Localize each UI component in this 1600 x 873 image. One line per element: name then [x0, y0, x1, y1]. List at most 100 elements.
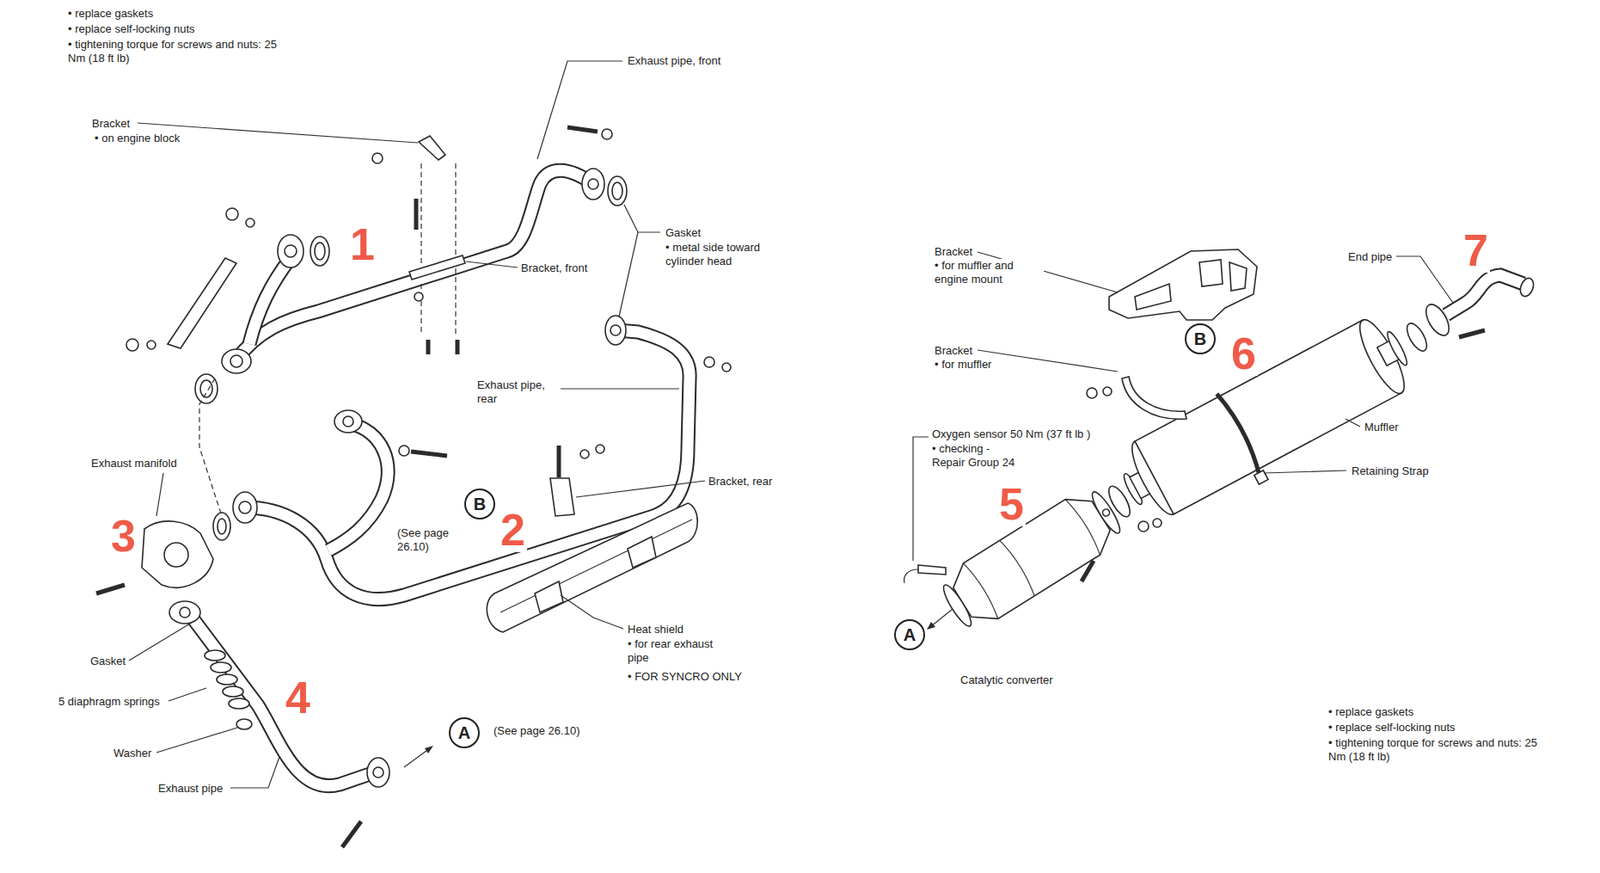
rear-exhaust-pipe-part [722, 362, 731, 372]
front-exhaust-pipe-part [195, 373, 218, 404]
front-exhaust-pipe-part [126, 338, 139, 351]
rear-exhaust-pipe-part [605, 315, 626, 345]
front-bracket [372, 135, 466, 355]
exhaust-pipe-lower-part [222, 686, 244, 697]
exhaust-manifold-part [96, 584, 125, 594]
part-label: Oxygen sensor 50 Nm (37 ft lb ) [930, 427, 1092, 442]
part-label: • FOR SYNCRO ONLY [625, 669, 744, 684]
exhaust-pipe-lower-part [193, 619, 370, 786]
callout-number: 2 [498, 507, 528, 552]
rear-exhaust-pipe-part [704, 356, 715, 368]
catalytic-converter-part [1101, 507, 1111, 517]
callout-number: 5 [997, 481, 1026, 527]
front-bracket-part [418, 135, 446, 160]
engine-mount-bracket-part [1134, 283, 1171, 310]
exhaust-manifold-part [141, 521, 214, 588]
converter-joint [1081, 483, 1162, 582]
leader-lines-left-part [404, 747, 430, 767]
exhaust-manifold-part [164, 542, 189, 567]
exhaust-pipe-lower-part [228, 698, 250, 709]
exhaust-pipe-lower-part [342, 821, 362, 847]
muffler-leaders-part [1263, 470, 1347, 473]
rear-exhaust-pipe-part [334, 410, 362, 433]
engine-mount-bracket-part [1229, 262, 1247, 291]
front-exhaust-pipe-part [277, 234, 304, 268]
part-label: Exhaust manifold [89, 456, 179, 471]
rear-exhaust-pipe-part [239, 501, 252, 514]
callout-number: 7 [1461, 227, 1490, 273]
end-pipe-part [1518, 275, 1537, 298]
part-label: End pipe [1346, 250, 1394, 264]
part-label: • for rear exhaust pipe [625, 637, 733, 666]
front-exhaust-pipe-part [167, 257, 237, 349]
reference-letter: A [458, 723, 471, 742]
heat-shield-part [500, 519, 693, 613]
front-exhaust-pipe-part [230, 355, 243, 368]
front-exhaust-pipe-part [567, 127, 598, 132]
reference-letter: A [903, 625, 916, 644]
exhaust-pipe-lower-part [204, 649, 226, 661]
part-label: Exhaust pipe, rear [475, 378, 561, 407]
front-exhaust-pipe-part [221, 349, 252, 374]
muffler-leaders [1263, 418, 1361, 473]
converter-joint-part [1081, 560, 1094, 582]
exhaust-pipe-lower-part [236, 718, 252, 730]
leader-lines-left-part [576, 480, 705, 497]
exhaust-pipe-lower-part [210, 662, 232, 673]
part-label: • on engine block [92, 131, 182, 146]
muffler-part [1384, 329, 1410, 368]
front-exhaust-pipe [126, 127, 627, 404]
front-bracket-part [409, 255, 466, 280]
muffler-bracket-part [1121, 376, 1187, 419]
reference-circle: B [1184, 323, 1216, 355]
front-exhaust-pipe-part [314, 242, 325, 260]
end-pipe-part [1446, 275, 1524, 315]
catalytic-converter-part [944, 487, 1118, 630]
front-bracket-part [414, 198, 419, 230]
front-exhaust-pipe-part [607, 176, 627, 206]
part-label: Catalytic converter [958, 673, 1055, 687]
rear-exhaust-pipe-part [328, 422, 388, 551]
leader-lines-left-part [537, 61, 623, 160]
converter-joint-part [1152, 518, 1162, 528]
heat-shield-part [627, 536, 656, 568]
leader-lines-left-part [624, 204, 661, 233]
part-label: 5 diaphragm springs [56, 694, 162, 709]
part-label: (See page 26.10) [395, 526, 460, 555]
end-pipe-part [1403, 319, 1431, 354]
part-label: Bracket [90, 116, 132, 131]
front-exhaust-pipe-part [601, 128, 613, 140]
rear-exhaust-pipe [213, 315, 731, 600]
oxygen-sensor-part [904, 569, 919, 583]
part-label: • replace self-locking nuts [1326, 720, 1458, 735]
rear-exhaust-pipe-part [410, 451, 448, 456]
front-exhaust-pipe-part [236, 170, 594, 360]
leader-lines-left [128, 61, 705, 788]
callout-number: 4 [283, 674, 313, 720]
converter-joint-part [1138, 521, 1149, 532]
part-label: Retaining Strap [1349, 464, 1431, 479]
rear-exhaust-pipe-part [213, 512, 231, 540]
part-label: Bracket [932, 343, 975, 358]
part-label: • checking - Repair Group 24 [930, 441, 1024, 471]
part-label: Exhaust pipe [156, 781, 225, 796]
part-label: Washer [111, 746, 154, 761]
rear-exhaust-pipe-part [343, 416, 354, 427]
oxygen-sensor-part [918, 564, 946, 575]
end-pipe-part [1421, 300, 1453, 340]
leader-lines-left-part [156, 472, 164, 516]
muffler-bracket-part [1086, 387, 1098, 399]
front-bracket-part [455, 339, 460, 355]
exhaust-pipe-lower-part [373, 766, 384, 778]
front-bracket-part [420, 163, 422, 267]
oxygen-sensor-part [930, 608, 953, 627]
rear-exhaust-pipe-part [610, 324, 621, 336]
muffler [1108, 306, 1428, 540]
leader-lines-left-part [560, 594, 624, 629]
exhaust-pipe-lower-part [169, 600, 201, 624]
part-label: Bracket [932, 245, 975, 259]
front-bracket-part [426, 339, 431, 355]
front-exhaust-pipe-part [236, 170, 594, 360]
leader-lines-left-part [168, 687, 207, 701]
part-label: • metal side toward cylinder head [663, 240, 771, 270]
